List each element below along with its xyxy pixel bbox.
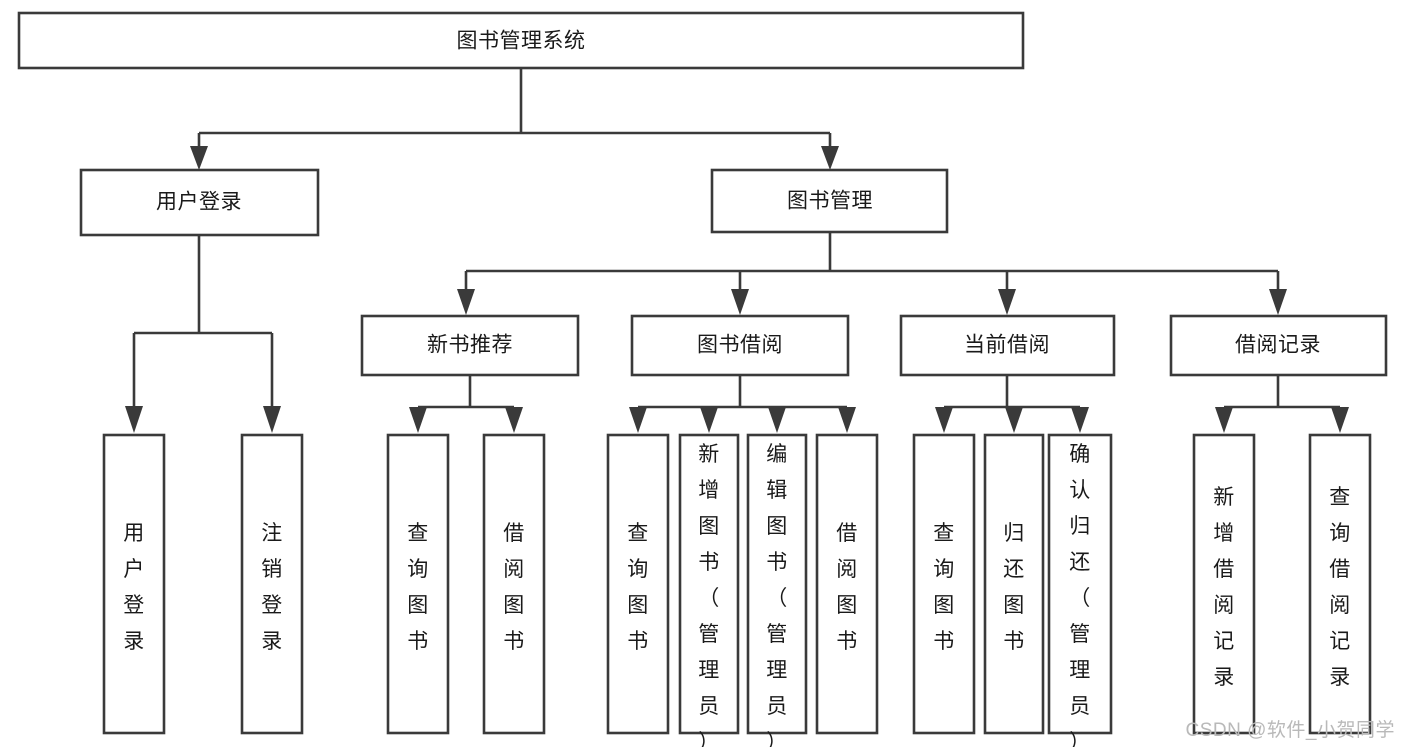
node-leaf-logout-label: 注销登录 (261, 522, 283, 653)
node-leaf-return-book[interactable]: 归还图书 (983, 433, 1045, 735)
node-root-box[interactable] (17, 11, 1025, 70)
arrowhead-leaf-confirm-return (1071, 407, 1089, 433)
node-borrow-record[interactable]: 借阅记录 (1169, 314, 1388, 377)
arrowhead-leaf-edit-book (768, 407, 786, 433)
arrowhead-leaf-borrow-book-2 (838, 407, 856, 433)
node-root-label: 图书管理系统 (457, 30, 586, 53)
node-leaf-confirm-return[interactable]: 确认归还（管理员） (1047, 433, 1113, 747)
arrowhead-leaf-query-record (1331, 407, 1349, 433)
node-new-book-rec-label: 新书推荐 (427, 334, 513, 357)
node-leaf-query-record[interactable]: 查询借阅记录 (1308, 433, 1372, 735)
arrowhead-new-book-rec (457, 289, 475, 315)
arrowhead-book-manage (821, 146, 839, 170)
node-leaf-add-book-box[interactable] (678, 433, 740, 735)
node-leaf-edit-book-box[interactable] (746, 433, 808, 735)
node-leaf-confirm-return-box[interactable] (1047, 433, 1113, 735)
arrowhead-leaf-add-record (1215, 407, 1233, 433)
arrowhead-book-borrow (731, 289, 749, 315)
arrowhead-leaf-return-book (1005, 407, 1023, 433)
node-new-book-rec-box[interactable] (360, 314, 580, 377)
arrowhead-leaf-logout (263, 406, 281, 433)
node-current-borrow[interactable]: 当前借阅 (899, 314, 1116, 377)
node-leaf-borrow-book-2-box[interactable] (815, 433, 879, 735)
node-leaf-borrow-book-1-box[interactable] (482, 433, 546, 735)
node-leaf-return-book-box[interactable] (983, 433, 1045, 735)
arrowhead-leaf-borrow-book-1 (505, 407, 523, 433)
node-leaf-query-book-2-box[interactable] (606, 433, 670, 735)
node-leaf-borrow-book-2[interactable]: 借阅图书 (815, 433, 879, 735)
arrowhead-current-borrow (998, 289, 1016, 315)
node-leaf-user-login-box[interactable] (102, 433, 166, 735)
connector-group-book-manage (457, 232, 1287, 315)
arrowhead-borrow-record (1269, 289, 1287, 315)
node-leaf-user-login[interactable]: 用户登录 (102, 433, 166, 735)
connector-group-new-book-rec (409, 375, 523, 433)
node-current-borrow-label: 当前借阅 (964, 334, 1050, 357)
node-leaf-edit-book-label: 编辑图书（管理员） (766, 443, 788, 747)
node-leaf-add-record-label: 新增借阅记录 (1213, 486, 1235, 689)
connector-group-book-borrow (629, 375, 856, 433)
node-book-manage-label: 图书管理 (787, 190, 873, 213)
node-book-manage-box[interactable] (710, 168, 949, 234)
node-leaf-borrow-book-1-label: 借阅图书 (503, 522, 525, 653)
node-leaf-add-record[interactable]: 新增借阅记录 (1192, 433, 1256, 735)
node-leaf-query-book-1-label: 查询图书 (407, 522, 429, 653)
connector-group-user-login (125, 235, 281, 433)
node-leaf-logout-box[interactable] (240, 433, 304, 735)
node-user-login-label: 用户登录 (156, 191, 242, 214)
node-leaf-add-book-label: 新增图书（管理员） (698, 443, 720, 747)
node-leaf-edit-book[interactable]: 编辑图书（管理员） (746, 433, 808, 747)
connector-group-borrow-record (1215, 375, 1349, 433)
arrowhead-leaf-query-book-3 (935, 407, 953, 433)
arrowhead-user-login (190, 146, 208, 170)
node-leaf-query-book-2-label: 查询图书 (627, 522, 649, 653)
node-current-borrow-box[interactable] (899, 314, 1116, 377)
node-leaf-borrow-book-1[interactable]: 借阅图书 (482, 433, 546, 735)
node-leaf-confirm-return-label: 确认归还（管理员） (1069, 443, 1091, 747)
node-user-login[interactable]: 用户登录 (79, 168, 320, 237)
node-leaf-logout[interactable]: 注销登录 (240, 433, 304, 735)
node-book-borrow[interactable]: 图书借阅 (630, 314, 850, 377)
node-leaf-user-login-label: 用户登录 (123, 522, 145, 653)
node-leaf-query-book-1[interactable]: 查询图书 (386, 433, 450, 735)
node-leaf-query-book-1-box[interactable] (386, 433, 450, 735)
node-leaf-return-book-label: 归还图书 (1003, 522, 1025, 653)
connector-group-root (190, 68, 839, 170)
node-borrow-record-box[interactable] (1169, 314, 1388, 377)
node-leaf-query-book-2[interactable]: 查询图书 (606, 433, 670, 735)
node-book-borrow-box[interactable] (630, 314, 850, 377)
node-leaf-query-record-box[interactable] (1308, 433, 1372, 735)
arrowhead-leaf-user-login (125, 406, 143, 433)
arrowhead-leaf-query-book-1 (409, 407, 427, 433)
node-book-borrow-label: 图书借阅 (697, 334, 783, 357)
arrowhead-leaf-query-book-2 (629, 407, 647, 433)
csdn-watermark: CSDN @软件_小贺同学 (1185, 720, 1395, 741)
node-new-book-rec[interactable]: 新书推荐 (360, 314, 580, 377)
node-leaf-query-book-3[interactable]: 查询图书 (912, 433, 976, 735)
node-leaf-query-record-label: 查询借阅记录 (1329, 486, 1351, 689)
arrowhead-leaf-add-book (700, 407, 718, 433)
node-leaf-borrow-book-2-label: 借阅图书 (836, 522, 858, 653)
node-root[interactable]: 图书管理系统 (17, 11, 1025, 70)
connector-group-current-borrow (935, 375, 1089, 433)
node-leaf-query-book-3-label: 查询图书 (933, 522, 955, 653)
node-user-login-box[interactable] (79, 168, 320, 237)
node-leaf-query-book-3-box[interactable] (912, 433, 976, 735)
node-leaf-add-book[interactable]: 新增图书（管理员） (678, 433, 740, 747)
node-book-manage[interactable]: 图书管理 (710, 168, 949, 234)
node-leaf-add-record-box[interactable] (1192, 433, 1256, 735)
node-borrow-record-label: 借阅记录 (1235, 334, 1321, 357)
